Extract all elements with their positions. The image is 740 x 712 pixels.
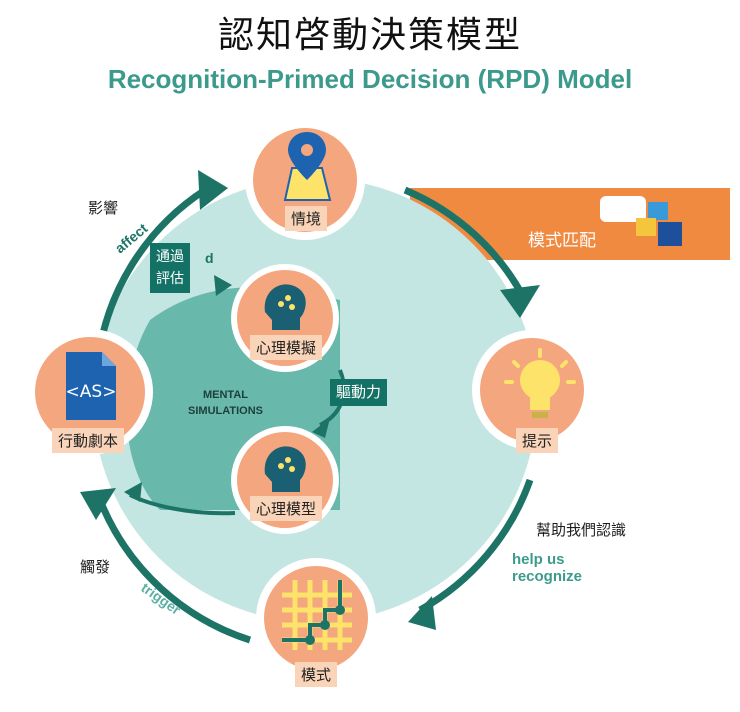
head-icon [264,284,306,330]
mental-simulations-label: MENTAL SIMULATIONS [188,389,263,417]
mental-models-label: 心理模型 [250,496,323,521]
trigger-zh-label: 觸發 [80,558,111,576]
help-recognize-zh-label: 幫助我們認識 [536,521,627,539]
cues-label: 提示 [516,428,559,453]
puzzle-hand-icon [600,196,682,246]
node-patterns [256,558,376,678]
drive-label: 驅動力 [330,379,388,406]
evaluated-partial-label: d [205,250,214,266]
action-scripts-label: 行動劇本 [52,428,125,453]
cycle-arrowheads [80,170,540,630]
pattern-match-label: 模式匹配 [520,224,604,253]
help-recognize-en-label: help us recognize [512,551,583,585]
lightbulb-icon [504,348,576,418]
map-pin-icon [283,132,332,201]
influence-label: 影響 [88,199,119,217]
patterns-label: 模式 [295,662,338,687]
document-as-icon: <AS> [66,352,117,420]
title-chinese: 認知啓動決策模型 [217,15,522,56]
title-english: Recognition-Primed Decision (RPD) Model [107,64,633,94]
evaluated-label: 通過 評估 [150,243,190,293]
situation-label: 情境 [285,206,328,231]
svg-text:<AS>: <AS> [66,382,117,402]
mental-sim-label: 心理模擬 [250,335,323,360]
head-icon [264,446,306,492]
